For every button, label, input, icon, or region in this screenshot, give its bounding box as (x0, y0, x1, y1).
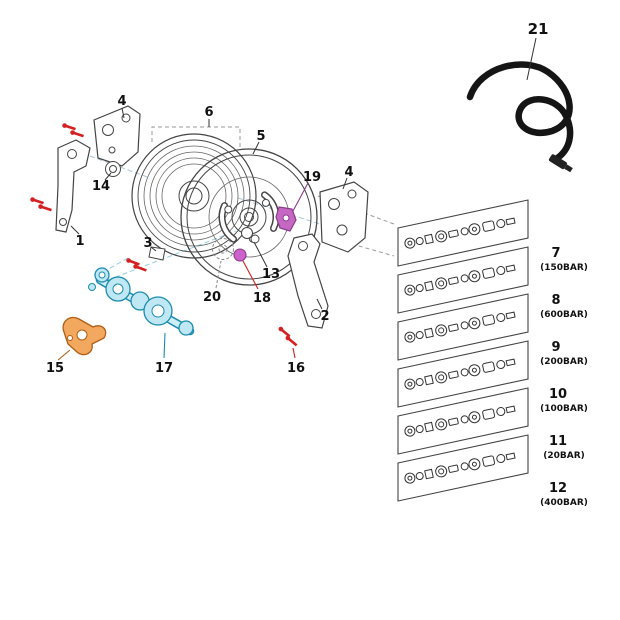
kit-pressure-12: (400BAR) (540, 498, 588, 508)
kit-pressure-7: (150BAR) (540, 263, 588, 273)
latch-3 (124, 246, 166, 274)
callout-13: 13 (262, 267, 280, 282)
hose-nozzle-drawing (548, 154, 573, 173)
bracket-plate-right (319, 181, 369, 253)
repair-kits: 7 (150BAR) 8 (600BAR) 9 (200BAR) 10 (100… (398, 200, 588, 508)
kit-number-7: 7 (551, 246, 560, 261)
callout-14: 14 (92, 179, 110, 194)
kit-pressure-11: (20BAR) (543, 451, 585, 461)
kit-number-11: 11 (549, 434, 567, 449)
kit-number-12: 12 (549, 481, 567, 496)
callout-17: 17 (155, 361, 173, 376)
kit-pressure-8: (600BAR) (540, 310, 588, 320)
shaft-assembly-17 (88, 267, 195, 336)
kit-number-8: 8 (551, 293, 560, 308)
hose-coil-drawing (466, 61, 574, 163)
ghost-ring-20 (212, 238, 234, 260)
callout-1: 1 (75, 234, 84, 249)
crank-15 (62, 316, 107, 356)
callout-4-right: 4 (344, 165, 353, 180)
washers-13 (241, 227, 260, 244)
callout-6: 6 (204, 105, 213, 120)
callout-18: 18 (253, 291, 271, 306)
callout-15: 15 (46, 361, 64, 376)
kit-pressure-10: (100BAR) (540, 404, 588, 414)
callouts: 21 4 6 5 19 4 14 1 3 13 20 18 (46, 20, 548, 376)
kit-pressure-9: (200BAR) (540, 357, 588, 367)
ring-14 (105, 161, 121, 177)
kit-number-9: 9 (551, 340, 560, 355)
seal-18 (233, 248, 247, 262)
callout-4-left: 4 (117, 94, 126, 109)
exploded-view (28, 105, 369, 356)
swivel-19 (275, 206, 297, 232)
callout-3: 3 (143, 236, 152, 251)
kit-number-10: 10 (549, 387, 567, 402)
screws-16 (276, 324, 300, 349)
arm-bracket-right (287, 233, 329, 329)
callout-5: 5 (256, 129, 265, 144)
callout-21: 21 (528, 20, 549, 38)
arm-bracket-left (55, 139, 91, 233)
hose-21 (466, 61, 574, 173)
bracket-plate-left (93, 105, 141, 167)
callout-16: 16 (287, 361, 305, 376)
callout-2: 2 (320, 309, 329, 324)
callout-20: 20 (203, 290, 221, 305)
callout-19: 19 (303, 170, 321, 185)
